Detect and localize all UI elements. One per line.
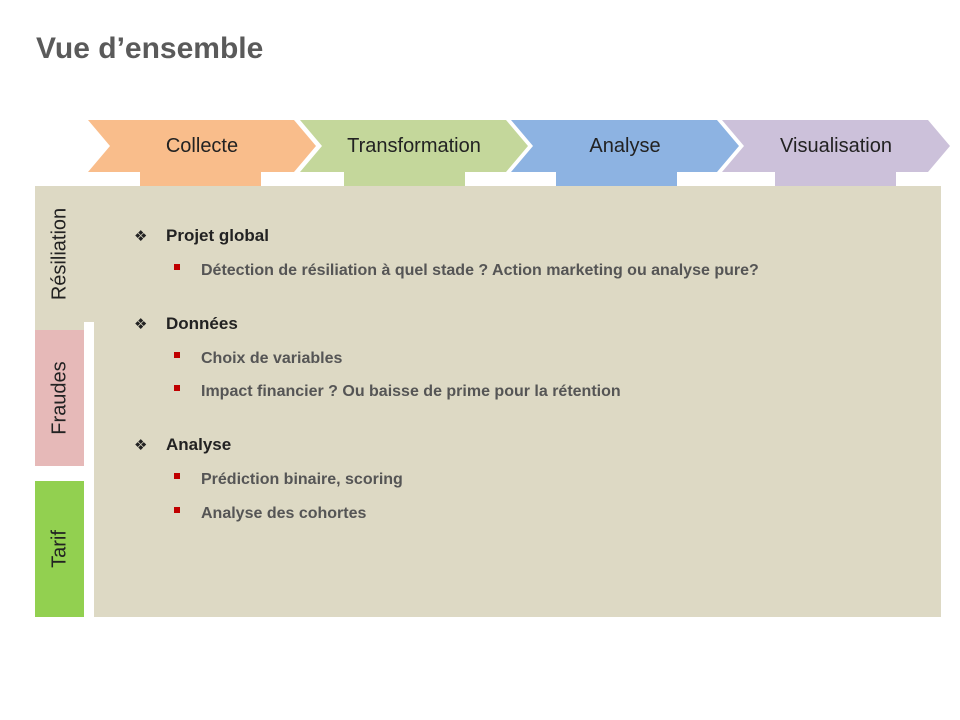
step-tab-visualisation — [775, 170, 896, 188]
step-collecte: Collecte — [88, 120, 316, 172]
tab-gap — [35, 466, 94, 481]
section-heading: ❖Données — [134, 314, 238, 333]
step-tab-collecte — [140, 170, 261, 188]
square-bullet-icon — [174, 384, 180, 391]
chevron-icon — [88, 120, 316, 172]
chevron-icon — [511, 120, 739, 172]
step-label-analyse: Analyse — [589, 135, 661, 157]
step-label-visualisation: Visualisation — [780, 135, 892, 157]
list-item: Impact financier ? Ou baisse de prime po… — [174, 383, 621, 401]
step-transformation: Transformation — [300, 120, 528, 172]
diamond-bullet-icon: ❖ — [134, 228, 148, 245]
step-tab-transformation — [344, 170, 465, 188]
content-panel — [35, 186, 941, 617]
square-bullet-icon — [174, 506, 180, 513]
chevron-icon — [300, 120, 528, 172]
tab-gap — [35, 617, 94, 619]
diamond-bullet-icon: ❖ — [134, 437, 148, 454]
square-bullet-icon — [174, 351, 180, 358]
side-tab-resiliation[interactable]: Résiliation — [35, 186, 84, 322]
square-bullet-icon — [174, 263, 180, 270]
side-tab-label: Résiliation — [48, 207, 70, 301]
list-item: Détection de résiliation à quel stade ? … — [174, 262, 759, 280]
list-item: Analyse des cohortes — [174, 505, 366, 523]
list-item: Prédiction binaire, scoring — [174, 471, 403, 489]
side-tab-tarif[interactable]: Tarif — [35, 481, 84, 617]
section-heading: ❖Projet global — [134, 226, 269, 245]
side-tab-label: Tarif — [48, 530, 70, 568]
side-tab-fraudes[interactable]: Fraudes — [35, 330, 84, 466]
side-tab-label: Fraudes — [48, 361, 70, 435]
list-item: Choix de variables — [174, 350, 342, 368]
square-bullet-icon — [174, 472, 180, 479]
step-analyse: Analyse — [511, 120, 739, 172]
slide-title: Vue d’ensemble — [36, 32, 264, 65]
step-label-transformation: Transformation — [347, 135, 481, 157]
chevron-icon — [722, 120, 950, 172]
step-label-collecte: Collecte — [165, 135, 239, 157]
section-heading: ❖Analyse — [134, 435, 232, 454]
diamond-bullet-icon: ❖ — [134, 316, 148, 333]
step-tab-analyse — [556, 170, 677, 188]
process-steps: Collecte Transformation Analyse Visualis… — [0, 0, 960, 200]
step-visualisation: Visualisation — [722, 120, 950, 172]
